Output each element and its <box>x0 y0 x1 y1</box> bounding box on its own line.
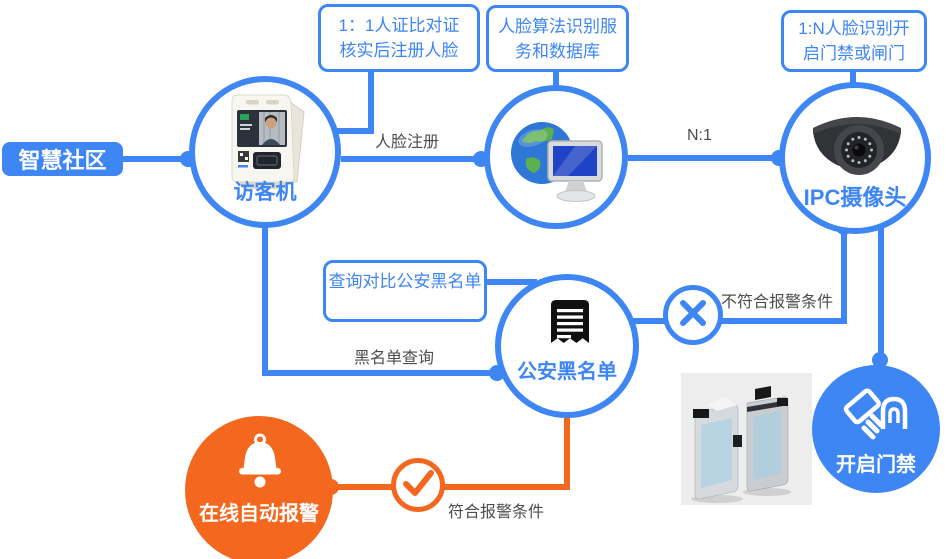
callout-recognize-open-line1: 1:N人脸识别开 <box>798 19 910 38</box>
edge-service-callout <box>553 70 559 88</box>
edge-visitor-blacklist-h <box>262 370 495 376</box>
smart-community-label: 智慧社区 <box>18 148 107 173</box>
callout-register-face-line2: 核实后注册人脸 <box>339 41 459 60</box>
label-n-to-1: N:1 <box>687 127 712 144</box>
node-open-door: 开启门禁 <box>812 365 940 493</box>
edge-register-callout-h <box>336 128 374 134</box>
edge-ipc-door <box>878 227 884 360</box>
label-blacklist-query: 黑名单查询 <box>354 350 435 367</box>
dome-camera-icon <box>801 102 913 199</box>
edge-ipc-reject-v <box>841 225 847 324</box>
visitor-kiosk-image <box>219 92 315 199</box>
edge-service-ipc <box>628 155 781 161</box>
node-visitor-machine: 访客机 <box>189 76 341 228</box>
label-alarm-ok: 符合报警条件 <box>448 504 545 521</box>
accept-badge <box>391 458 445 512</box>
globe-computer-icon <box>506 115 610 208</box>
callout-register-face-line1: 1：1人证比对证 <box>338 16 460 35</box>
receipt-icon <box>546 298 594 361</box>
check-icon <box>396 461 440 510</box>
reject-badge <box>663 285 723 345</box>
edge-community-visitor <box>123 156 193 162</box>
edge-query-callout <box>487 279 537 285</box>
smart-community-box: 智慧社区 <box>2 142 123 176</box>
edge-blacklist-alarm-h <box>330 484 570 490</box>
callout-face-service-line2: 务和数据库 <box>515 41 600 61</box>
node-ipc-camera: IPC摄像头 <box>779 82 931 234</box>
callout-query-blacklist: 查询对比公安黑名单 <box>323 260 487 322</box>
online-alarm-label: 在线自动报警 <box>199 503 319 525</box>
node-face-service <box>484 85 628 229</box>
callout-register-face: 1：1人证比对证 核实后注册人脸 <box>318 4 480 72</box>
police-blacklist-label: 公安黑名单 <box>517 361 617 383</box>
edge-blacklist-alarm-v <box>564 414 570 490</box>
ipc-camera-label: IPC摄像头 <box>803 185 907 210</box>
callout-query-blacklist-line1: 查询对比公安黑名单 <box>328 272 482 291</box>
edge-register-callout-v <box>368 72 374 134</box>
label-face-register: 人脸注册 <box>375 134 440 151</box>
callout-recognize-open: 1:N人脸识别开 启门禁或闸门 <box>781 10 927 72</box>
visitor-machine-label: 访客机 <box>233 181 297 204</box>
edge-recognize-callout <box>850 70 856 88</box>
x-icon <box>668 288 718 343</box>
edge-visitor-blacklist-v <box>262 222 268 376</box>
open-door-label: 开启门禁 <box>836 454 916 476</box>
callout-face-service-line1: 人脸算法识别服 <box>498 16 617 36</box>
edge-visitor-service <box>341 156 487 162</box>
node-online-alarm: 在线自动报警 <box>185 416 333 559</box>
edge-dot <box>872 352 888 368</box>
callout-face-service: 人脸算法识别服 务和数据库 <box>486 5 629 72</box>
node-police-blacklist: 公安黑名单 <box>495 274 639 418</box>
turnstile-gate-image <box>681 373 812 505</box>
callout-recognize-open-line2: 启门禁或闸门 <box>803 44 905 63</box>
edge-blacklist-reject-h <box>632 318 847 324</box>
bell-icon <box>230 432 290 499</box>
label-no-alarm: 不符合报警条件 <box>721 294 834 311</box>
card-swipe-icon <box>843 381 909 446</box>
